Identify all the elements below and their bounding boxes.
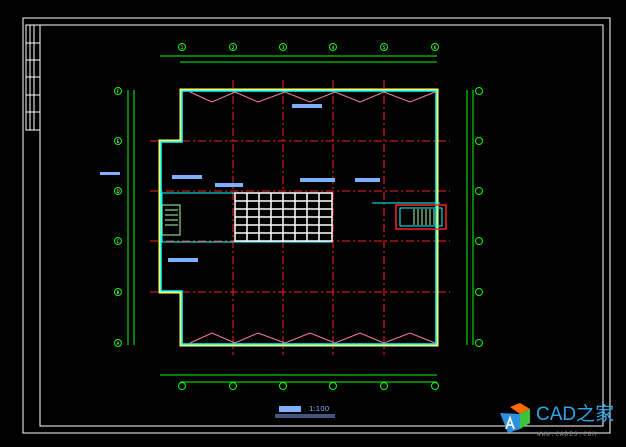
drawing-scale: 1:100	[309, 405, 330, 413]
axis-bubble-left-D	[114, 187, 122, 195]
axis-bubble-right-B	[475, 288, 483, 296]
axis-label: 2	[232, 45, 235, 50]
axis-bubble-top-6	[431, 43, 439, 51]
axis-label: D	[116, 189, 119, 194]
dimension-lines	[127, 55, 474, 383]
axis-bubble-left-C	[114, 237, 122, 245]
axis-label: C	[117, 239, 120, 244]
axis-bubble-bottom-4	[329, 382, 337, 390]
axis-label: 6	[434, 45, 437, 50]
axis-bubble-right-D	[475, 187, 483, 195]
axis-bubble-bottom-5	[380, 382, 388, 390]
axis-bubble-top-5	[380, 43, 388, 51]
axis-label: A	[117, 341, 120, 346]
axis-bubble-bottom-3	[279, 382, 287, 390]
axis-bubble-top-3	[279, 43, 287, 51]
axis-label: 4	[332, 45, 335, 50]
title-underline	[275, 414, 335, 418]
axis-bubble-right-E	[475, 137, 483, 145]
axis-bubble-right-C	[475, 237, 483, 245]
building-outline	[158, 88, 440, 347]
drawing-title-glyphs	[279, 406, 301, 412]
drawing-frame	[22, 17, 611, 434]
annotations	[100, 104, 380, 262]
axis-label: E	[117, 139, 120, 144]
axis-label: F	[117, 89, 120, 94]
axis-bubble-bottom-6	[431, 382, 439, 390]
axis-label: 1	[181, 45, 184, 50]
stairs	[161, 204, 447, 236]
logo-name: CAD之家	[536, 404, 615, 425]
axis-bubble-left-E	[114, 137, 122, 145]
logo-url: WWW.CADZJ.COM	[537, 431, 597, 438]
axis-bubble-bottom-2	[229, 382, 237, 390]
axis-bubble-right-A	[475, 339, 483, 347]
axis-label: 3	[282, 45, 285, 50]
cad-logo-cube-icon	[500, 403, 530, 433]
axis-bubble-top-2	[229, 43, 237, 51]
axis-bubble-left-A	[114, 339, 122, 347]
axis-bubble-bottom-1	[178, 382, 186, 390]
axis-bubble-top-1	[178, 43, 186, 51]
axis-bubble-right-F	[475, 87, 483, 95]
axis-label: 5	[383, 45, 386, 50]
axis-bubble-left-F	[114, 87, 122, 95]
axis-label: B	[117, 290, 120, 295]
skylight-grid	[234, 192, 333, 242]
axis-bubble-left-B	[114, 288, 122, 296]
axis-bubble-top-4	[329, 43, 337, 51]
